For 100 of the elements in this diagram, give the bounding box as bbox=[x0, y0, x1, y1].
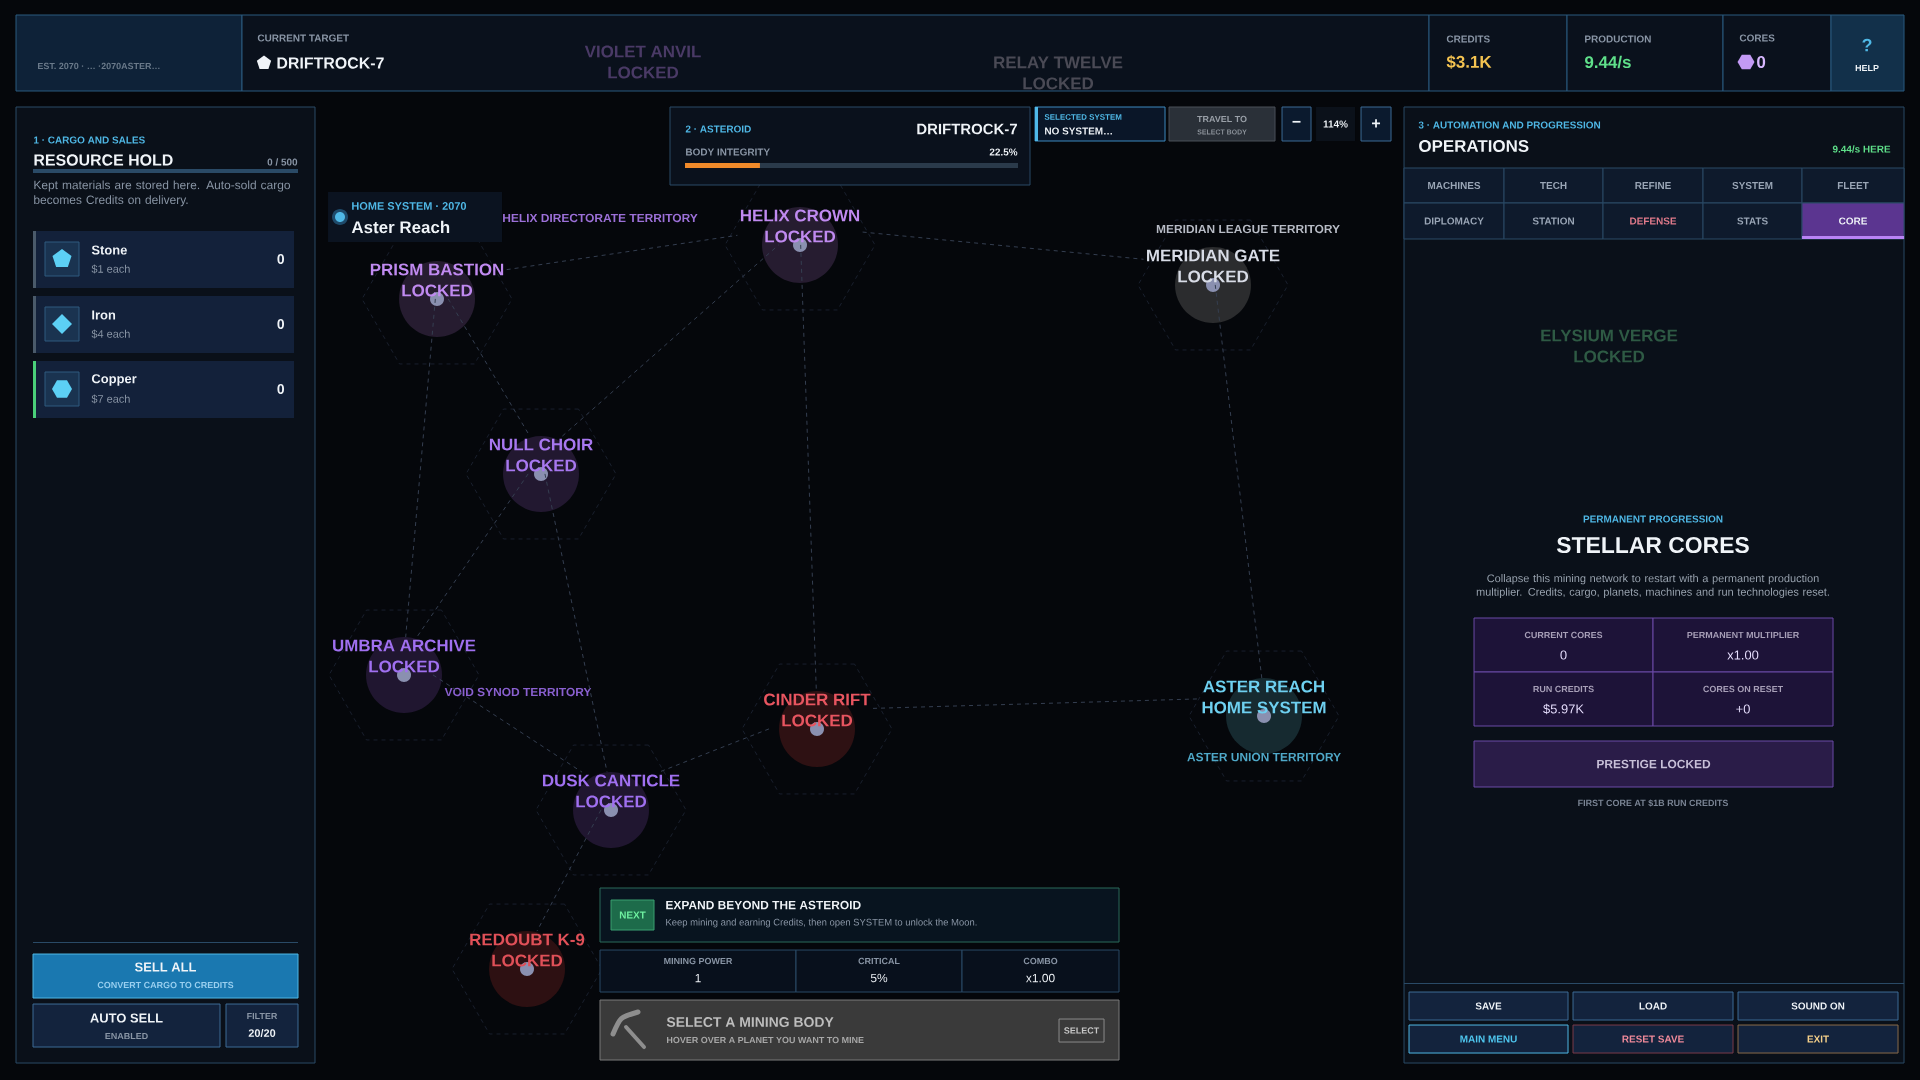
stat-label: CURRENT CORES bbox=[1524, 631, 1603, 639]
auto-sell-button: AUTO SELL ENABLED bbox=[32, 1003, 221, 1048]
target-name: DRIFTROCK-7 bbox=[277, 57, 384, 69]
territory-label: HELIX DIRECTORATE TERRITORY bbox=[503, 213, 698, 223]
stat-value: x1.00 bbox=[1026, 973, 1055, 983]
load-button: LOAD bbox=[1572, 991, 1734, 1021]
home-system-card bbox=[328, 192, 502, 242]
system-label: HELIX CROWN LOCKED bbox=[740, 209, 860, 243]
title-cell bbox=[15, 14, 243, 92]
connector-line bbox=[862, 231, 1144, 260]
stat-value: $3.1K bbox=[1446, 55, 1492, 69]
resource-name: Iron bbox=[92, 310, 116, 320]
system-label: UMBRA ARCHIVE LOCKED bbox=[333, 639, 476, 673]
stat-value: 0 bbox=[1560, 650, 1567, 660]
resource-row bbox=[33, 361, 294, 418]
prompt-hint: HOVER OVER A PLANET YOU WANT TO MINE bbox=[667, 1036, 864, 1044]
panel-description: Collapse this mining network to restart with a permanent production multiplier. Credits, cargo, planets, machines and run technologies reset. bbox=[1476, 574, 1829, 598]
resource-price: $7 each bbox=[91, 394, 130, 404]
tab: TECH bbox=[1503, 167, 1604, 204]
system-label: ASTER REACH HOME SYSTEM bbox=[1202, 680, 1326, 714]
system-label: MERIDIAN GATE LOCKED bbox=[1147, 249, 1280, 283]
panel-title: OPERATIONS bbox=[1419, 140, 1529, 152]
tab: DEFENSE bbox=[1602, 202, 1704, 240]
stat-label: RUN CREDITS bbox=[1533, 685, 1594, 693]
credits-cell bbox=[1428, 14, 1568, 92]
connector-line bbox=[506, 234, 738, 271]
connector-line bbox=[432, 674, 583, 773]
selected-system-box bbox=[1034, 106, 1166, 142]
stat-label: CORES ON RESET bbox=[1703, 685, 1783, 693]
stat-value: $5.97K bbox=[1543, 703, 1584, 715]
panel-heading: STELLAR CORES bbox=[1556, 536, 1749, 554]
stat-value: 1 bbox=[695, 973, 701, 983]
tab: CORE bbox=[1801, 202, 1905, 240]
system-label: ELYSIUM VERGE LOCKED bbox=[1541, 329, 1678, 363]
help-button: ? HELP bbox=[1830, 14, 1905, 92]
system-label: RELAY TWELVE LOCKED bbox=[994, 56, 1123, 90]
resource-row bbox=[33, 231, 294, 288]
resource-count: 0 bbox=[277, 254, 285, 264]
card-label: HOME SYSTEM · 2070 bbox=[352, 202, 467, 210]
stat-cell bbox=[599, 949, 797, 993]
stat-cell bbox=[1652, 617, 1834, 673]
resource-price: $1 each bbox=[91, 264, 130, 274]
prestige-button: PRESTIGE LOCKED bbox=[1473, 740, 1834, 788]
panel-description: Kept materials are stored here. Auto-sold cargo becomes Credits on delivery. bbox=[34, 180, 291, 207]
connector-line bbox=[800, 244, 817, 692]
tab: MACHINES bbox=[1403, 167, 1505, 204]
field-label: PRODUCTION bbox=[1585, 35, 1651, 43]
reset-save-button: RESET SAVE bbox=[1572, 1024, 1734, 1054]
stat-value: +0 bbox=[1736, 704, 1750, 714]
system-name: Aster Reach bbox=[351, 220, 450, 234]
zoom-out-button: − bbox=[1281, 106, 1312, 142]
field-label: CURRENT TARGET bbox=[257, 34, 349, 42]
card-title: EXPAND BEYOND THE ASTEROID bbox=[666, 900, 861, 910]
connector-line bbox=[544, 473, 608, 773]
prompt-title: SELECT A MINING BODY bbox=[666, 1017, 834, 1027]
stat-label: PERMANENT MULTIPLIER bbox=[1687, 631, 1800, 639]
resource-name: Copper bbox=[91, 374, 137, 386]
stat-cell bbox=[795, 949, 963, 993]
tab: DIPLOMACY bbox=[1403, 202, 1505, 240]
connector-line bbox=[1214, 284, 1263, 679]
system-label: DUSK CANTICLE LOCKED bbox=[542, 774, 680, 808]
next-card bbox=[599, 887, 1120, 943]
asteroid-card bbox=[669, 106, 1031, 186]
percent-value: 22.5% bbox=[989, 148, 1018, 156]
cores-cell bbox=[1722, 14, 1832, 92]
stat-cell bbox=[961, 949, 1120, 993]
tab: STATION bbox=[1503, 202, 1604, 240]
zoom-level: 114% bbox=[1316, 107, 1355, 141]
stat-value: 5% bbox=[870, 973, 888, 983]
tab: STATS bbox=[1702, 202, 1803, 240]
zoom-in-button: + bbox=[1360, 106, 1392, 142]
select-button: SELECT bbox=[1058, 1018, 1105, 1043]
stat-label: COMBO bbox=[1023, 957, 1058, 965]
filter-button: FILTER 20/20 bbox=[225, 1003, 299, 1048]
connector-line bbox=[405, 298, 436, 638]
stat-value: 0 bbox=[1757, 56, 1766, 68]
connector-line bbox=[658, 728, 770, 773]
territory-label: ASTER UNION TERRITORY bbox=[1187, 752, 1341, 762]
field-label: CREDITS bbox=[1446, 35, 1490, 43]
stat-label: MINING POWER bbox=[664, 957, 733, 965]
stat-label: CRITICAL bbox=[858, 957, 900, 965]
system-label: REDOUBT K-9 LOCKED bbox=[470, 933, 585, 967]
stat-value: 9.44/s bbox=[1585, 55, 1631, 69]
stat-cell bbox=[1652, 671, 1834, 727]
territory-label: MERIDIAN LEAGUE TERRITORY bbox=[1156, 224, 1340, 234]
field-value: NO SYSTEM… bbox=[1045, 127, 1112, 135]
field-label: BODY INTEGRITY bbox=[686, 148, 770, 156]
section-label: 2 · ASTEROID bbox=[685, 125, 751, 133]
system-label: PRISM BASTION LOCKED bbox=[370, 263, 504, 297]
system-label: VIOLET ANVIL LOCKED bbox=[584, 45, 701, 79]
stat-value: x1.00 bbox=[1727, 650, 1759, 660]
next-badge: NEXT bbox=[610, 899, 655, 931]
resource-name: Stone bbox=[91, 245, 127, 255]
connector-line bbox=[416, 473, 529, 638]
panel-title: RESOURCE HOLD bbox=[34, 154, 173, 166]
mining-prompt-card bbox=[599, 999, 1120, 1061]
save-button: SAVE bbox=[1408, 991, 1569, 1021]
production-cell bbox=[1566, 14, 1724, 92]
stat-cell bbox=[1473, 671, 1654, 727]
section-label: 3 · AUTOMATION AND PROGRESSION bbox=[1418, 121, 1601, 129]
